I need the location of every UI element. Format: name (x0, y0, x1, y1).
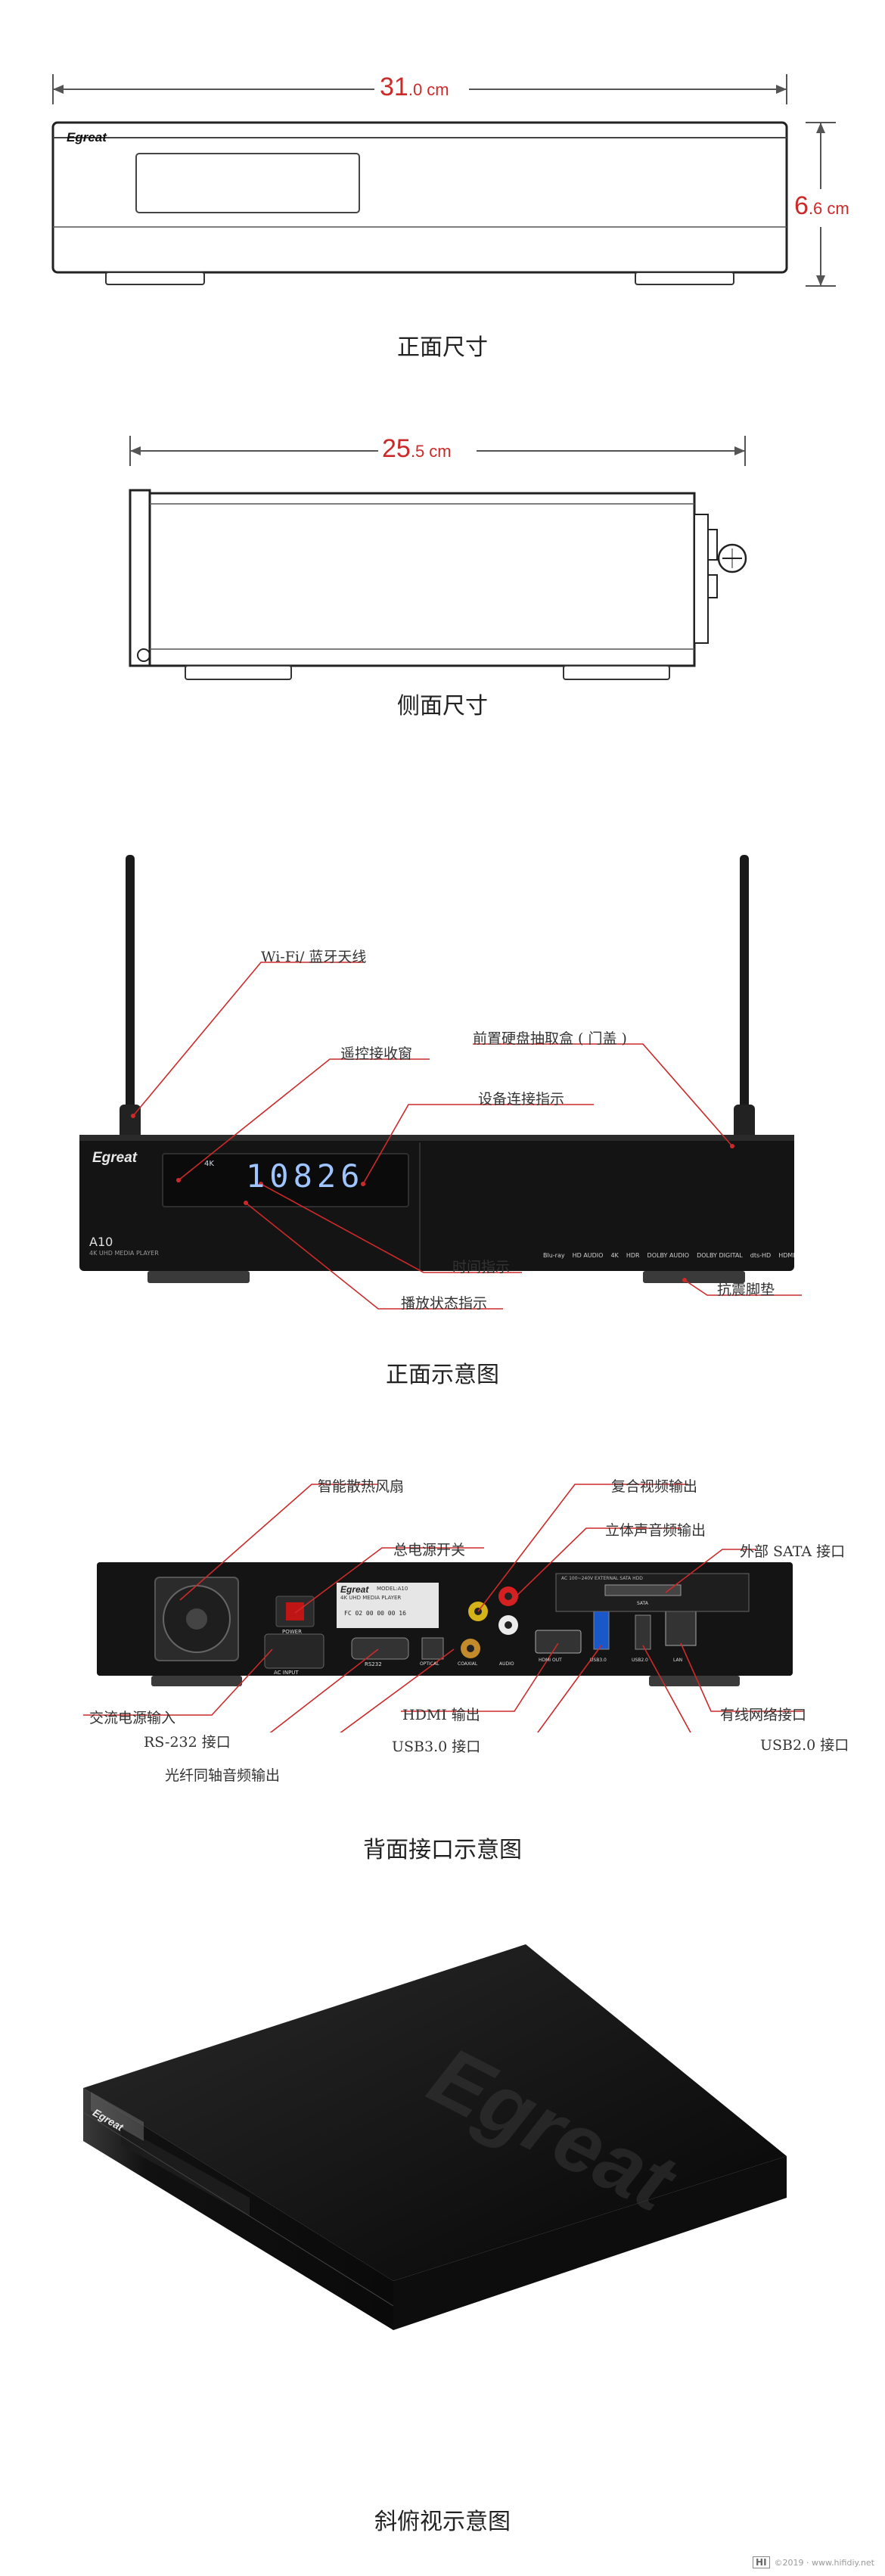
label-usb2: USB2.0 接口 (760, 1737, 849, 1754)
side-width-label: 25.5 cm (382, 434, 452, 464)
front-height-label: 6.6 cm (794, 191, 849, 221)
label-fan: 智能散热风扇 (318, 1478, 405, 1495)
badge-hdr: HDR (626, 1252, 640, 1259)
rear-view-caption: 背面接口示意图 (363, 1837, 522, 1863)
display-badge-4k: 4K (204, 1160, 214, 1168)
front-brand-logo: Egreat (67, 130, 107, 144)
label-shock-feet: 抗震脚垫 (717, 1282, 775, 1298)
rear-hdmi-text: HDMI OUT (539, 1658, 562, 1663)
rear-sata-text: SATA (637, 1601, 648, 1606)
badge-dts: dts-HD (750, 1252, 772, 1259)
badge-bluray: Blu-ray (543, 1252, 565, 1259)
label-composite: 复合视频输出 (611, 1478, 698, 1495)
oblique-view-drawing: Egreat (82, 1944, 787, 2330)
label-ext-sata: 外部 SATA 接口 (740, 1543, 846, 1560)
badge-dolby-audio: DOLBY AUDIO (647, 1252, 690, 1259)
label-stereo: 立体声音频输出 (605, 1522, 706, 1539)
rear-sata-plate-text: AC 100~240V EXTERNAL SATA HDD (561, 1576, 643, 1581)
label-power-switch: 总电源开关 (393, 1542, 466, 1558)
rear-brand-logo: Egreat (340, 1584, 369, 1595)
label-usb3: USB3.0 接口 (392, 1739, 481, 1755)
badge-dolby-digital: DOLBY DIGITAL (697, 1252, 743, 1259)
label-lan: 有线网络接口 (720, 1707, 807, 1723)
front-dimension-drawing (51, 74, 838, 287)
side-width-value: 25 (382, 434, 411, 463)
watermark-logo: HI (753, 2556, 770, 2568)
badge-4k: 4K (610, 1252, 619, 1259)
rear-rs232-text: RS232 (365, 1661, 382, 1667)
front-view-drawing (79, 855, 802, 1310)
label-hdmi: HDMI 输出 (402, 1707, 480, 1723)
label-rs232: RS-232 接口 (144, 1734, 231, 1751)
rear-coaxial-text: COAXIAL (458, 1661, 478, 1667)
rear-view-drawing (83, 1484, 803, 1732)
vfd-time-display: 10826 (246, 1157, 365, 1195)
rear-serial: FC 02 00 00 00 16 (344, 1610, 406, 1617)
format-badges: Blu-ray HD AUDIO 4K HDR DOLBY AUDIO DOLB… (543, 1252, 795, 1259)
rear-power-text: POWER (282, 1629, 302, 1635)
front-brand-logo: Egreat (92, 1150, 138, 1166)
label-time-indicator: 时间指示 (452, 1259, 511, 1276)
watermark: HI ©2019 · www.hifidiy.net (753, 2556, 874, 2568)
front-width-value: 31 (380, 73, 408, 101)
front-width-decimal: .0 cm (408, 80, 449, 99)
model-subtitle: 4K UHD MEDIA PLAYER (89, 1250, 159, 1257)
label-play-indicator: 播放状态指示 (401, 1295, 488, 1312)
side-dimension-drawing (129, 436, 747, 680)
rear-lan-text: LAN (673, 1658, 683, 1663)
watermark-text: ©2019 · www.hifidiy.net (774, 2558, 874, 2568)
side-dimension-caption: 侧面尺寸 (397, 693, 488, 719)
oblique-view-caption: 斜俯视示意图 (374, 2509, 511, 2535)
rear-usb3-text: USB3.0 (590, 1658, 607, 1663)
rear-model-plate: MODEL:A10 (377, 1586, 408, 1592)
front-height-decimal: .6 cm (808, 199, 849, 218)
rear-optical-text: OPTICAL (420, 1661, 439, 1667)
rear-model-plate-sub: 4K UHD MEDIA PLAYER (340, 1595, 402, 1601)
front-width-label: 31.0 cm (380, 73, 449, 102)
rear-audio-text: AUDIO (499, 1661, 514, 1667)
model-name: A10 (89, 1235, 113, 1249)
label-ac-input: 交流电源输入 (89, 1710, 176, 1726)
rear-usb2-text: USB2.0 (632, 1658, 648, 1663)
label-optical-coax: 光纤同轴音频输出 (165, 1767, 281, 1784)
rear-ac-text: AC INPUT (274, 1670, 299, 1676)
badge-hd-audio: HD AUDIO (572, 1252, 604, 1259)
side-width-decimal: .5 cm (410, 442, 452, 461)
front-height-value: 6 (794, 191, 809, 220)
label-connect-indicator: 设备连接指示 (478, 1091, 565, 1108)
front-view-caption: 正面示意图 (386, 1362, 499, 1388)
front-dimension-caption: 正面尺寸 (397, 334, 488, 361)
badge-hdmi: HDMI (778, 1252, 795, 1259)
label-ir-receiver: 遥控接收窗 (340, 1046, 413, 1062)
label-antenna: Wi-Fi/ 蓝牙天线 (261, 949, 367, 965)
label-hdd-tray: 前置硬盘抽取盒 ( 门盖 ) (473, 1030, 627, 1047)
